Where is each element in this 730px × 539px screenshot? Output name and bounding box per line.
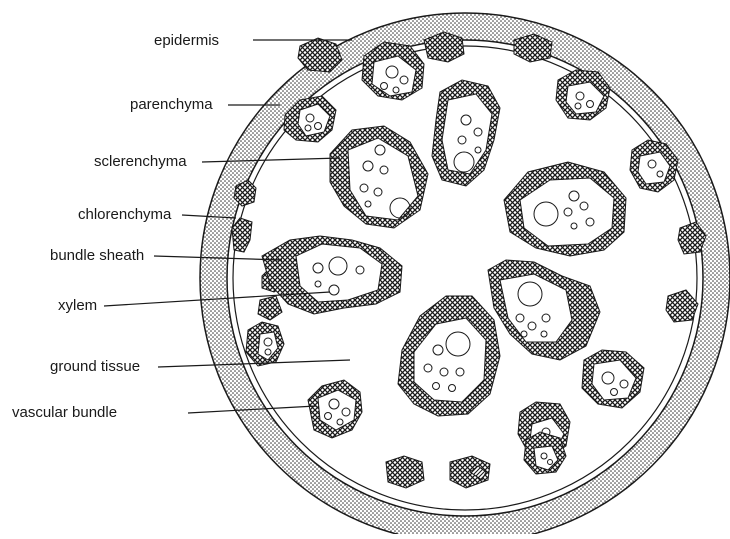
bundle-sheath-label: bundle sheath xyxy=(50,248,144,264)
vascular-bundle-label: vascular bundle xyxy=(12,405,117,421)
parenchyma-label: parenchyma xyxy=(130,97,213,113)
xylem-label: xylem xyxy=(58,298,97,314)
ground-tissue-label: ground tissue xyxy=(50,359,140,375)
sclerenchyma-label: sclerenchyma xyxy=(94,154,187,170)
epidermis-label: epidermis xyxy=(154,33,219,49)
chlorenchyma-label: chlorenchyma xyxy=(78,207,171,223)
